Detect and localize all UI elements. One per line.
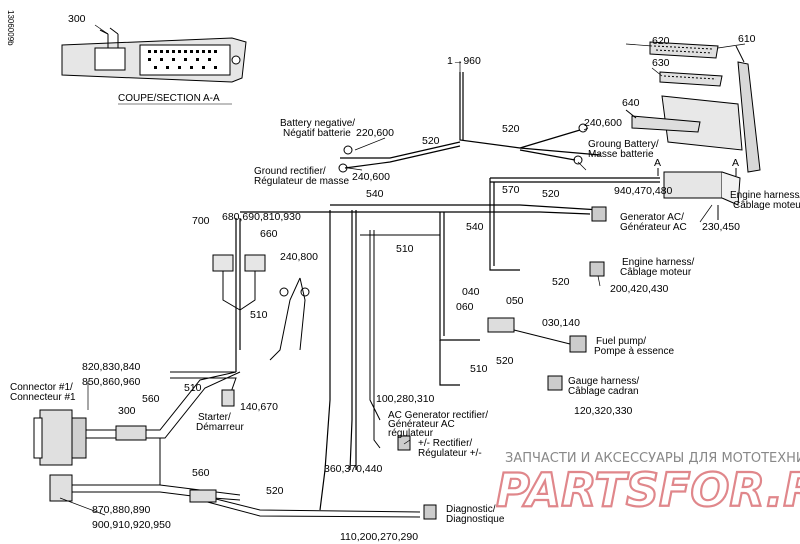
- label-050: 050: [506, 295, 524, 307]
- label-620: 620: [652, 35, 670, 47]
- label-360370: 360,370,440: [324, 463, 383, 475]
- label-560a: 560: [142, 393, 160, 405]
- starter-line1: Starter/: [198, 412, 231, 423]
- label-680: 680,690,810,930: [222, 211, 301, 223]
- label-240800: 240,800: [280, 251, 318, 263]
- leader-lines: [59, 24, 746, 516]
- engine-harness-block: [663, 171, 741, 220]
- label-300: 300: [118, 405, 136, 417]
- connector-1-assembly: [33, 371, 241, 502]
- label-040: 040: [462, 286, 480, 298]
- label-240600b: 240,600: [352, 171, 390, 183]
- label-240600a: 240,600: [584, 117, 622, 129]
- label-520b: 520: [502, 123, 520, 135]
- battery-neg-line2: Négatif batterie: [283, 128, 351, 139]
- label-510c: 510: [184, 382, 202, 394]
- rectifier-line1: +/- Rectifier/: [418, 438, 472, 449]
- label-570: 570: [502, 184, 520, 196]
- label-540a: 540: [366, 188, 384, 200]
- label-940: 940,470,480: [614, 185, 673, 197]
- label-900: 900,910,920,950: [92, 519, 171, 531]
- label-060: 060: [456, 301, 474, 313]
- label-200420: 200,420,430: [610, 283, 669, 295]
- label-A1: A: [654, 157, 661, 169]
- connector1-line1: Connector #1/: [10, 382, 73, 393]
- label-120320: 120,320,330: [574, 405, 633, 417]
- label-630: 630: [652, 57, 670, 69]
- gauge-harness-line1: Gauge harness/: [568, 376, 639, 387]
- ac-gen-rect-line3: régulateur: [388, 428, 434, 439]
- rectifier-branch: [360, 230, 440, 449]
- fuel-pump-line2: Pompe à essence: [594, 346, 674, 357]
- label-100280: 100,280,310: [376, 393, 435, 405]
- label-A2: A: [732, 157, 739, 169]
- label-520d: 520: [552, 276, 570, 288]
- relays: [212, 254, 266, 311]
- label-870: 870,880,890: [92, 504, 151, 516]
- connector-housings: [625, 41, 761, 173]
- label-820: 820,830,840: [82, 361, 141, 373]
- label-510d: 510: [250, 309, 268, 321]
- side-code: 1306009b: [6, 10, 15, 46]
- branch-connectors: [397, 206, 607, 451]
- label-850: 850,860,960: [82, 376, 141, 388]
- ac-gen-rect-line1: AC Generator rectifier/: [388, 410, 488, 421]
- label-140670: 140,670: [240, 401, 278, 413]
- battery-neg-line1: Battery negative/: [280, 118, 355, 129]
- watermark-text: ЗАПЧАСТИ И АКСЕССУАРЫ ДЛЯ МОТОТЕХНИКИ: [505, 451, 800, 466]
- engine-harness-mid-line2: Câblage moteur: [620, 267, 692, 278]
- diagnostic-line1: Diagnostic/: [446, 504, 496, 515]
- starter-branch: [170, 371, 237, 407]
- ref-1960: 1→960: [447, 55, 481, 67]
- label-520c: 520: [542, 188, 560, 200]
- section-detail: [61, 27, 247, 83]
- connector1-line2: Connecteur #1: [10, 392, 76, 403]
- ring-terminals-240800: [269, 277, 310, 361]
- label-510b: 510: [470, 363, 488, 375]
- main-trunk: [235, 72, 660, 511]
- label-220600: 220,600: [356, 127, 394, 139]
- label-520f: 520: [266, 485, 284, 497]
- label-230450: 230,450: [702, 221, 740, 233]
- label-510a: 510: [396, 243, 414, 255]
- section-ref: 300: [68, 13, 86, 25]
- diagnostic-trunk: [189, 489, 437, 520]
- label-520e: 520: [496, 355, 514, 367]
- engine-harness-top-line1: Engine harness/: [730, 190, 800, 201]
- label-660: 660: [260, 228, 278, 240]
- fuel-pump-line1: Fuel pump/: [596, 336, 646, 347]
- battery-terminals: [338, 123, 588, 173]
- rectifier-line2: Régulateur +/-: [418, 448, 482, 459]
- label-560b: 560: [192, 467, 210, 479]
- gauge-harness-line2: Câblage cadran: [568, 386, 639, 397]
- label-610: 610: [738, 33, 756, 45]
- ground-rect-line1: Ground rectifier/: [254, 166, 326, 177]
- ground-battery-line2: Masse batterie: [588, 149, 654, 160]
- diagnostic-line2: Diagnostique: [446, 514, 505, 525]
- section-markers: [657, 168, 737, 176]
- watermark-brand: PARTSFOR.RU: [496, 463, 800, 517]
- section-title: COUPE/SECTION A-A: [118, 93, 220, 104]
- label-110200: 110,200,270,290: [340, 531, 418, 543]
- label-520a: 520: [422, 135, 440, 147]
- label-700: 700: [192, 215, 210, 227]
- engine-harness-top-line2: Câblage moteur: [733, 200, 800, 211]
- label-640: 640: [622, 97, 640, 109]
- label-030140: 030,140: [542, 317, 580, 329]
- ground-rect-line2: Régulateur de masse: [254, 176, 349, 187]
- starter-line2: Démarreur: [196, 422, 244, 433]
- engine-harness-mid-line1: Engine harness/: [622, 257, 694, 268]
- generator-ac-line1: Generator AC/: [620, 212, 684, 223]
- ground-battery-line1: Groung Battery/: [588, 139, 659, 150]
- ac-gen-rect-line2: Générateur AC: [388, 419, 455, 430]
- label-540b: 540: [466, 221, 484, 233]
- generator-ac-line2: Générateur AC: [620, 222, 687, 233]
